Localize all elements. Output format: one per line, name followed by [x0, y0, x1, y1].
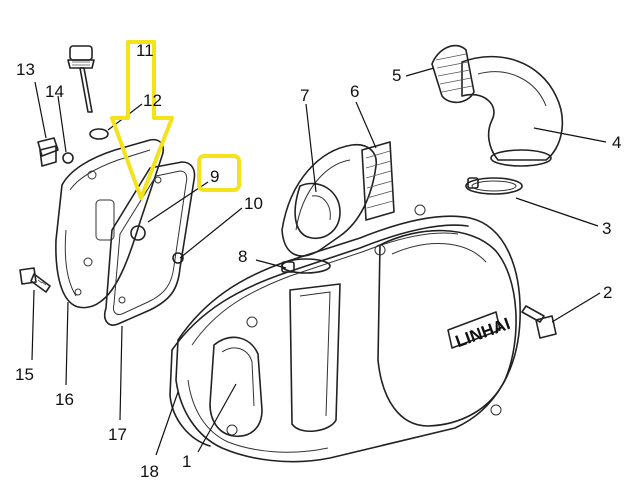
- callout-17: 17: [108, 425, 127, 444]
- clutch-inspection-cover: [55, 138, 165, 309]
- sealing-washer: [62, 152, 74, 164]
- callout-13: 13: [16, 60, 35, 79]
- callout-18: 18: [140, 462, 159, 481]
- brand-plate-text: LINHAI: [453, 314, 513, 351]
- callout-1: 1: [182, 452, 191, 471]
- outlet-boot: [431, 44, 475, 104]
- leader-lines: [31, 67, 607, 456]
- callout-2: 2: [603, 283, 612, 302]
- callout-8: 8: [238, 247, 247, 266]
- callout-3: 3: [602, 219, 611, 238]
- cover-gasket: [103, 161, 196, 326]
- callout-12: 12: [143, 91, 162, 110]
- bolt-15: [19, 267, 51, 293]
- outlet-clamp: [465, 177, 523, 195]
- callout-10: 10: [244, 194, 263, 213]
- bolt-2: [521, 305, 557, 339]
- drain-plug: [37, 137, 59, 167]
- intake-duct: [281, 143, 377, 257]
- callout-16: 16: [55, 390, 74, 409]
- duct-boot: [361, 141, 395, 221]
- o-ring: [89, 128, 109, 140]
- outlet-duct: [461, 55, 564, 167]
- highlight-box-9: [197, 154, 241, 192]
- callout-7: 7: [300, 86, 309, 105]
- cover-seal: [171, 224, 469, 351]
- callout-5: 5: [392, 66, 401, 85]
- callout-15: 15: [15, 365, 34, 384]
- callout-11: 11: [136, 41, 154, 60]
- callout-14: 14: [45, 82, 64, 101]
- highlight-arrow: [110, 40, 174, 200]
- callout-9: 9: [210, 167, 219, 186]
- oil-filler-cap: [67, 45, 95, 113]
- callout-6: 6: [350, 82, 359, 101]
- callout-labels: 1 2 3 4 5 6 7 8 9 10 11 12 13 14 15 16 1…: [15, 41, 621, 481]
- brand-plate: LINHAI: [447, 311, 513, 351]
- callout-4: 4: [612, 133, 621, 152]
